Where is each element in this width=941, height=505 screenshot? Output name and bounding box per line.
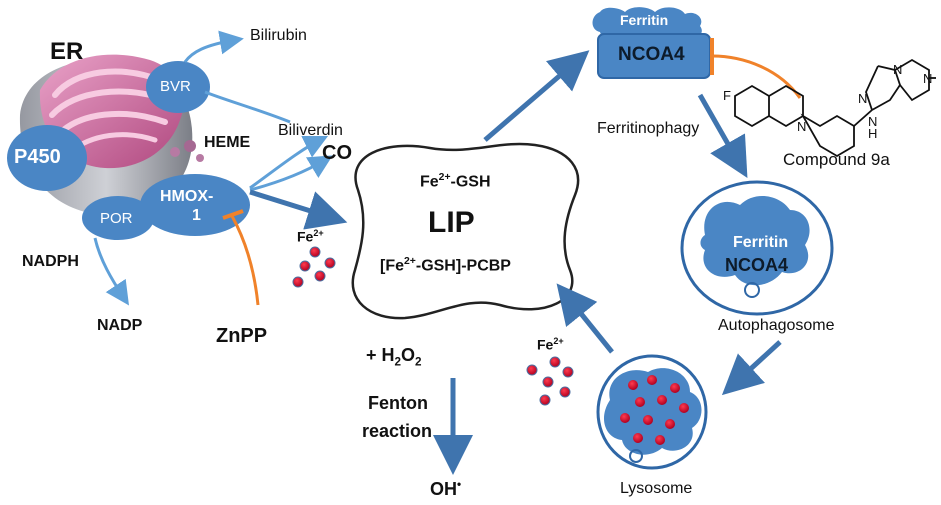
lip-title: LIP bbox=[428, 206, 475, 239]
lysosome-tail bbox=[629, 449, 643, 463]
arrow-biliverdin-to-bvr bbox=[204, 90, 291, 124]
lip-complex: [Fe2+-GSH]-PCBP bbox=[380, 256, 511, 275]
p450-enzyme bbox=[7, 125, 87, 191]
arrow-nadph-to-nadp bbox=[93, 237, 129, 306]
compound-9a-label: Compound 9a bbox=[783, 150, 890, 169]
arrow-heme-to-biliverdin bbox=[249, 135, 329, 190]
compound-n-atom-2: N bbox=[858, 91, 868, 106]
compound-9a-structure bbox=[734, 58, 936, 158]
hmox1-enzyme bbox=[140, 174, 250, 236]
p450-label: P450 bbox=[14, 146, 61, 168]
heme-label: HEME bbox=[204, 134, 251, 151]
nadph-label: NADPH bbox=[22, 253, 79, 270]
lysosome-iron-dots bbox=[620, 375, 689, 445]
autophagosome-ferritin-label: Ferritin bbox=[733, 234, 789, 251]
ferritin-top-label: Ferritin bbox=[620, 12, 669, 28]
por-label: POR bbox=[100, 210, 133, 227]
iron-label-left: Fe2+ bbox=[297, 228, 324, 245]
autophagosome-label: Autophagosome bbox=[718, 317, 835, 334]
iron-dots-right bbox=[526, 356, 574, 406]
biliverdin-label: Biliverdin bbox=[278, 122, 343, 139]
er-title: ER bbox=[50, 38, 84, 65]
compound-n-atom-1: N bbox=[797, 119, 807, 134]
znpp-inhibition-line bbox=[230, 215, 260, 306]
ncoa4-top-label: NCOA4 bbox=[618, 44, 685, 65]
hmox1-label-line2: 1 bbox=[192, 207, 201, 224]
arrow-heme-to-co bbox=[249, 155, 333, 192]
h2o2-label: + H2O2 bbox=[366, 345, 422, 369]
fenton-label-line2: reaction bbox=[362, 421, 433, 441]
fenton-label-line1: Fenton bbox=[368, 393, 428, 413]
compound-n-atom-3: N bbox=[868, 114, 878, 129]
iron-dots-left bbox=[292, 246, 336, 288]
arrow-ferritin-to-autophagosome bbox=[697, 93, 748, 179]
arrow-lip-to-ferritin bbox=[483, 50, 590, 142]
co-label: CO bbox=[322, 142, 352, 164]
compound-n-atom-4: N bbox=[893, 62, 903, 77]
znpp-inhibition-bar bbox=[222, 209, 244, 220]
autophagosome-tail bbox=[744, 282, 760, 298]
lip-fe-gsh: Fe2+-GSH bbox=[420, 172, 491, 191]
lip-pool bbox=[351, 142, 580, 320]
arrow-lysosome-to-lip bbox=[556, 283, 614, 354]
nadp-label: NADP bbox=[97, 317, 143, 334]
arrow-autophagosome-to-lysosome bbox=[721, 340, 782, 396]
arrow-hmox-to-lip bbox=[249, 189, 348, 230]
compound-h-atom: H bbox=[868, 126, 878, 141]
iron-label-right: Fe2+ bbox=[537, 336, 564, 353]
hmox1-label-line1: HMOX- bbox=[160, 188, 214, 205]
compound-f-atom: F bbox=[723, 88, 731, 103]
arrow-bvr-to-bilirubin bbox=[183, 30, 244, 63]
bvr-label: BVR bbox=[160, 78, 191, 95]
znpp-label: ZnPP bbox=[216, 325, 268, 347]
por-enzyme bbox=[82, 196, 154, 240]
lysosome-label: Lysosome bbox=[620, 480, 693, 497]
autophagosome-ferritin-cloud bbox=[700, 195, 810, 286]
hydroxyl-radical-label: OH• bbox=[430, 478, 462, 499]
autophagosome-ncoa4-label: NCOA4 bbox=[725, 255, 789, 275]
compound-n-atom-5: N bbox=[923, 71, 933, 86]
ferritinophagy-label: Ferritinophagy bbox=[597, 120, 700, 137]
bilirubin-label: Bilirubin bbox=[250, 27, 307, 44]
bvr-enzyme bbox=[146, 61, 210, 113]
